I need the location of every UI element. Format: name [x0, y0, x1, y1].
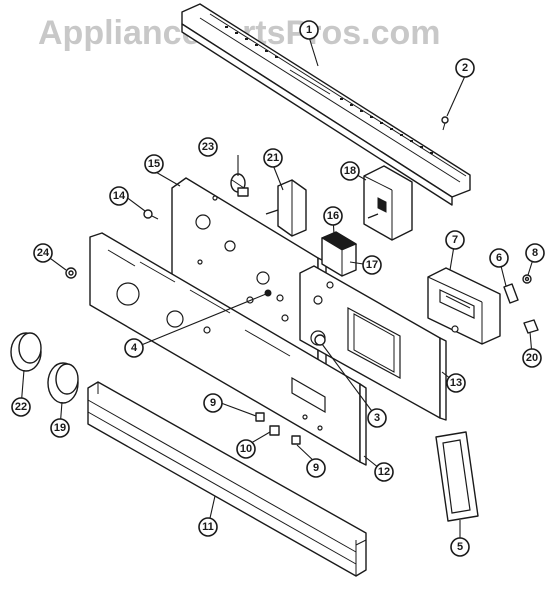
callout-22: 22	[11, 397, 31, 417]
svg-text:8: 8	[532, 247, 538, 259]
svg-text:19: 19	[54, 422, 66, 434]
svg-text:11: 11	[202, 521, 214, 533]
callout-10: 10	[236, 439, 256, 459]
part-18-timer	[363, 165, 413, 241]
callout-11: 11	[198, 517, 218, 537]
part-5-lens-frame	[435, 431, 479, 522]
part-19-knob	[47, 362, 79, 404]
callout-20: 20	[522, 348, 542, 368]
svg-text:18: 18	[344, 165, 356, 177]
part-24-screw	[65, 267, 77, 279]
svg-text:12: 12	[378, 466, 390, 478]
part-8-nut	[522, 274, 532, 284]
part-21-switch	[265, 179, 307, 237]
svg-text:6: 6	[496, 252, 502, 264]
part-20-clip	[523, 319, 539, 334]
part-10-button	[269, 425, 280, 436]
svg-text:15: 15	[148, 158, 160, 170]
part-12-console-panel	[89, 232, 367, 466]
svg-text:7: 7	[452, 234, 458, 246]
callout-21: 21	[263, 148, 283, 168]
callout-15: 15	[144, 154, 164, 174]
callout-14: 14	[109, 186, 129, 206]
callout-2: 2	[455, 58, 475, 78]
svg-text:2: 2	[462, 62, 468, 74]
callout-4: 4	[124, 338, 144, 358]
callout-1: 1	[299, 20, 319, 40]
callout-19: 19	[50, 418, 70, 438]
svg-text:3: 3	[374, 412, 380, 424]
part-9-button-b	[291, 435, 301, 445]
svg-text:23: 23	[202, 141, 214, 153]
svg-text:10: 10	[240, 443, 252, 455]
part-14-screw	[143, 209, 159, 220]
part-11-bottom-trim	[87, 381, 367, 577]
callout-24: 24	[33, 243, 53, 263]
part-3-insert	[314, 334, 326, 346]
callout-12: 12	[374, 462, 394, 482]
part-9-button-a	[255, 412, 265, 422]
callout-9-top: 9	[203, 393, 223, 413]
callout-18: 18	[340, 161, 360, 181]
callout-3: 3	[367, 408, 387, 428]
part-2-screw	[441, 116, 449, 131]
svg-text:24: 24	[37, 247, 50, 259]
svg-text:17: 17	[366, 259, 378, 271]
svg-text:20: 20	[526, 352, 538, 364]
part-13-control-panel	[299, 265, 447, 421]
svg-text:5: 5	[457, 541, 463, 553]
callout-17: 17	[362, 255, 382, 275]
svg-text:9: 9	[210, 397, 216, 409]
callout-13: 13	[446, 373, 466, 393]
callout-5: 5	[450, 537, 470, 557]
part-22-knob	[10, 332, 42, 372]
callout-9-bottom: 9	[306, 458, 326, 478]
svg-text:13: 13	[450, 377, 462, 389]
part-7-control-board	[427, 267, 501, 345]
callout-16: 16	[323, 206, 343, 226]
svg-text:21: 21	[267, 152, 279, 164]
callout-8: 8	[525, 243, 545, 263]
part-4-shaft	[264, 289, 272, 297]
svg-text:9: 9	[313, 462, 319, 474]
callouts: 1 2 3 4 5 6 7 8 9 9 10 11 12 13 14 15 16…	[11, 20, 545, 557]
part-6-bracket	[503, 283, 519, 304]
part-16-selector-switch	[320, 231, 358, 277]
svg-text:22: 22	[15, 401, 27, 413]
svg-text:1: 1	[306, 24, 312, 36]
part-1-top-rail	[181, 3, 471, 206]
svg-text:16: 16	[327, 210, 339, 222]
svg-text:4: 4	[131, 342, 138, 354]
callout-23: 23	[198, 137, 218, 157]
part-23-lamp-holder	[230, 173, 249, 197]
svg-text:14: 14	[113, 190, 126, 202]
callout-7: 7	[445, 230, 465, 250]
callout-6: 6	[489, 248, 509, 268]
